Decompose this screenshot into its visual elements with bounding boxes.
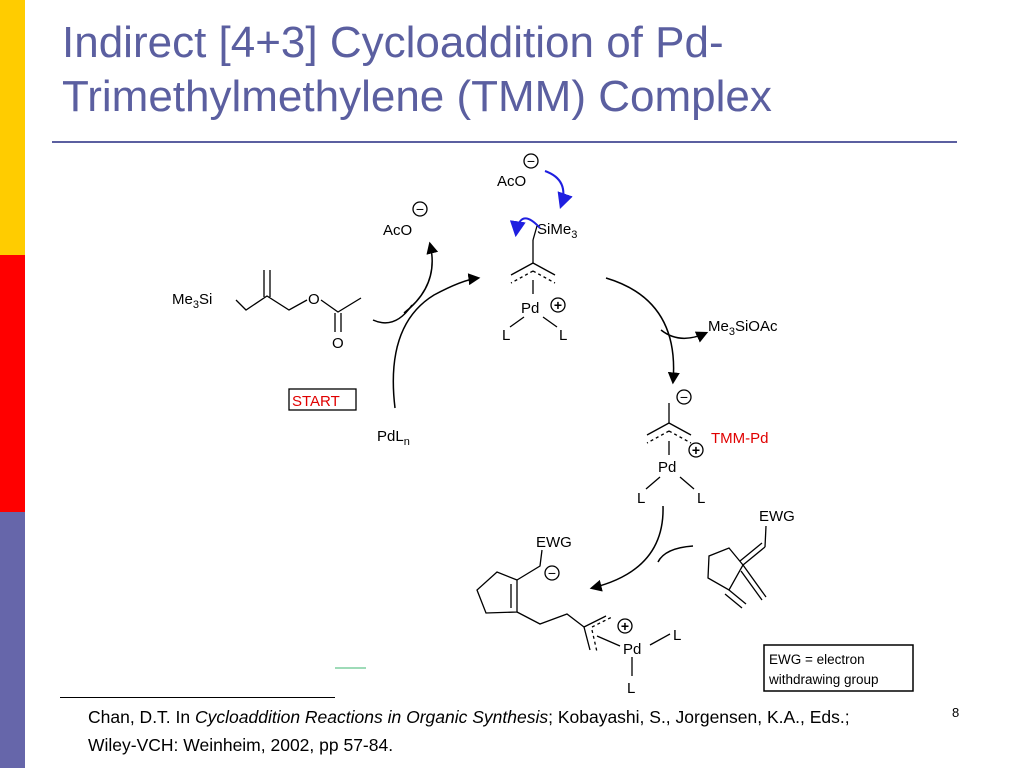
side-bar-yellow — [0, 0, 25, 255]
svg-text:+: + — [692, 442, 700, 458]
svg-text:+: + — [621, 618, 629, 634]
svg-text:+: + — [554, 297, 562, 313]
me3sioac-release-arrow — [660, 329, 709, 343]
footnote-rule — [60, 697, 335, 698]
ester-oxygen-label: O — [308, 291, 320, 308]
svg-text:L: L — [637, 490, 645, 507]
alkene-entry-arc — [657, 545, 694, 563]
start-box — [288, 388, 357, 411]
side-bar-blue — [0, 512, 25, 768]
aco-left-label: AcO — [383, 222, 412, 239]
reference-suffix: ; Kobayashi, S., Jorgensen, K.A., Eds.; … — [88, 707, 850, 755]
plus-charge-icon — [688, 442, 704, 458]
cycloaddition-arrow — [589, 505, 664, 592]
pd-mid-label: Pd — [658, 459, 676, 476]
pd-bottom-label: Pd — [623, 641, 641, 658]
curly-arrow-bond — [509, 217, 541, 238]
svg-text:−: − — [680, 389, 688, 405]
minus-charge-icon — [544, 565, 560, 581]
acetate-release-arrow — [403, 241, 439, 314]
ewg-note-line-2: withdrawing group — [768, 672, 879, 687]
start-label: START — [292, 393, 340, 410]
sime3-top-label: SiMe3 — [537, 221, 577, 241]
pd-top-label: Pd — [521, 300, 539, 317]
svg-text:L: L — [502, 327, 510, 344]
released-acetate: − AcO — [383, 201, 428, 239]
top-intermediate: − AcO SiMe3 Pd + L L — [497, 153, 577, 344]
svg-text:−: − — [548, 565, 556, 581]
svg-text:L: L — [673, 627, 681, 644]
minus-sign: − — [527, 153, 535, 169]
plus-charge-icon — [550, 297, 566, 313]
pdln-label: PdLn — [377, 428, 410, 448]
title-line-2: Trimethylmethylene (TMM) Complex — [62, 72, 772, 121]
ewg-intermediate-label: EWG — [536, 534, 572, 551]
minus-charge-icon — [412, 201, 428, 217]
side-bar-red — [0, 255, 25, 512]
carbonyl-oxygen-label: O — [332, 335, 344, 352]
tmm-pd-complex: − TMM-Pd + Pd L L — [637, 389, 769, 507]
plus-charge-icon — [617, 618, 633, 634]
minus-charge-icon — [523, 153, 539, 169]
ewg-alkene-substrate — [707, 525, 767, 609]
slide-title: Indirect [4+3] Cycloaddition of Pd- Trim… — [62, 16, 962, 124]
page-number: 8 — [952, 705, 960, 720]
ewg-note-line-1: EWG = electron — [769, 652, 865, 667]
reference-book-title: Cycloaddition Reactions in Organic Synth… — [195, 707, 549, 727]
title-line-1: Indirect [4+3] Cycloaddition of Pd- — [62, 18, 724, 67]
pd-insertion-arrow — [392, 273, 481, 409]
curly-arrow-top — [544, 170, 573, 210]
aco-top-label: AcO — [497, 173, 526, 190]
ewg-substrate-label: EWG — [759, 508, 795, 525]
substrate-entry-arc — [372, 304, 413, 324]
svg-text:−: − — [416, 201, 424, 217]
ewg-definition-box — [763, 644, 914, 692]
reference-citation: Chan, D.T. In Cycloaddition Reactions in… — [88, 703, 888, 759]
title-underline — [52, 141, 957, 143]
me3si-label: Me3Si — [172, 291, 212, 311]
zwitterion-intermediate: EWG − + Pd L L — [476, 534, 681, 697]
starting-material: Me3Si O O — [172, 270, 362, 352]
desilylation-arrow — [605, 277, 680, 385]
svg-text:L: L — [627, 680, 635, 697]
tmm-pd-label: TMM-Pd — [711, 430, 769, 447]
reference-prefix: Chan, D.T. In — [88, 707, 195, 727]
me3sioac-label: Me3SiOAc — [708, 318, 778, 338]
svg-text:L: L — [697, 490, 705, 507]
svg-text:L: L — [559, 327, 567, 344]
minus-charge-icon — [676, 389, 692, 405]
cycle-arrows — [372, 241, 709, 592]
slide-side-bars — [0, 0, 25, 768]
